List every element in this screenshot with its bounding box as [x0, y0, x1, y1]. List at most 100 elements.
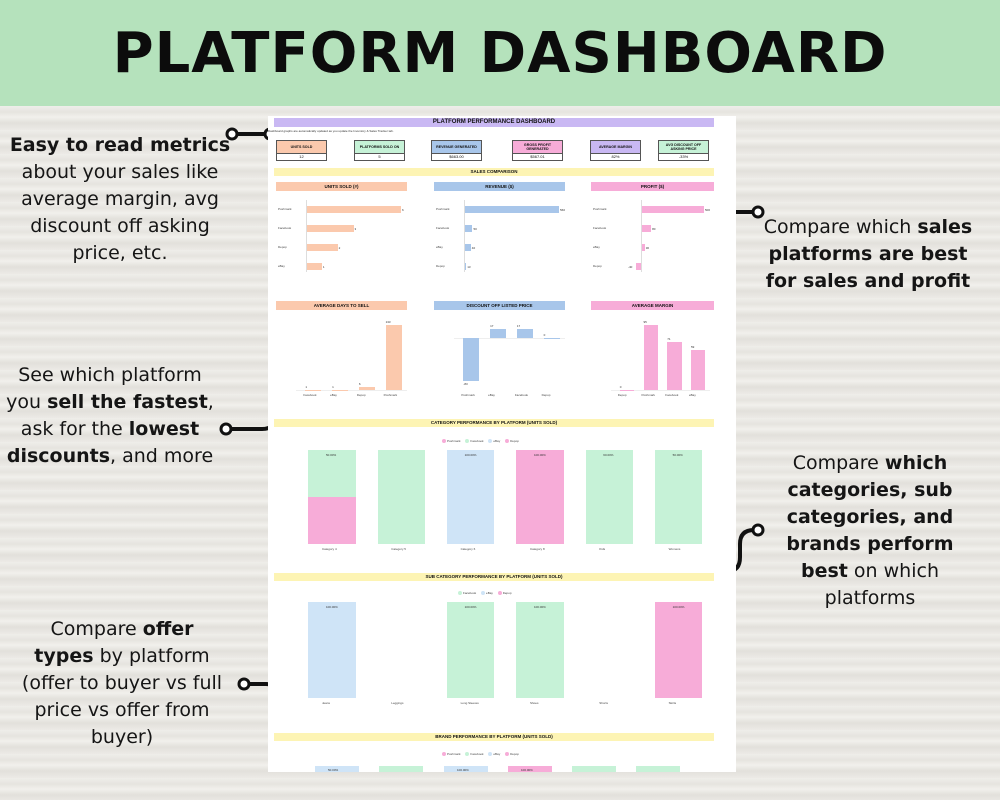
- stacked-bar-category: Shorts: [599, 701, 608, 705]
- bar-value-label: -83: [463, 382, 468, 387]
- stacked-bar-category: Category 5: [391, 547, 406, 551]
- chart-title-revenue: REVENUE ($): [434, 182, 565, 191]
- bar-value-label: 3: [354, 227, 357, 231]
- kpi-value: 82%: [590, 154, 641, 161]
- legend-category: Poshmark Facebook eBay Depop: [438, 439, 519, 444]
- bar-category-label: Poshmark: [278, 207, 292, 211]
- stacked-bar-label: 50.00%: [672, 453, 683, 457]
- bar-value-label: 95: [643, 320, 647, 325]
- page-title: PLATFORM DASHBOARD: [112, 20, 888, 86]
- bar: [667, 341, 682, 390]
- bar-value-label: 50: [473, 227, 477, 231]
- zero-line: [454, 337, 565, 339]
- bar-value-label: 560: [560, 208, 566, 212]
- bar-category-label: Depop: [617, 393, 627, 397]
- kpi-label: GROSS PROFIT GENERATED: [512, 140, 563, 154]
- bar: [641, 206, 704, 213]
- brand-bar: [508, 766, 552, 772]
- dashboard-sheet: PLATFORM PERFORMANCE DASHBOARD Dashboard…: [268, 116, 736, 772]
- bar: [691, 349, 706, 390]
- chart-title-profit: PROFIT ($): [591, 182, 714, 191]
- legend-subcategory: Facebook eBay Depop: [454, 591, 512, 596]
- legend-dot: [497, 591, 502, 596]
- stacked-bar-category: Skirts: [668, 701, 677, 705]
- stacked-bar: [447, 602, 495, 698]
- legend-dot: [505, 439, 510, 444]
- legend-dot: [442, 752, 446, 757]
- bar: [464, 206, 559, 213]
- bar-value-label: 1: [322, 265, 325, 269]
- bar: [306, 244, 338, 251]
- bar-value-label: 80: [652, 227, 656, 231]
- bar-category-label: Depop: [356, 393, 366, 397]
- bar: [306, 225, 354, 232]
- bar-value-label: 0: [543, 332, 546, 337]
- kpi-card: REVENUE GENERATED$663.00: [431, 140, 482, 161]
- kpi-label: AVERAGE MARGIN: [590, 140, 641, 154]
- bar-category-label: Depop: [541, 393, 551, 397]
- kpi-value: 5: [354, 154, 405, 161]
- stacked-bar-category: Category 4: [321, 547, 337, 551]
- bar-category-label: eBay: [689, 393, 696, 397]
- bar: [358, 387, 375, 390]
- legend-dot: [488, 752, 493, 757]
- stacked-bar-segment: [308, 497, 356, 544]
- bar-category-label: eBay: [330, 393, 337, 397]
- brand-bar: [636, 766, 680, 772]
- legend-dot: [465, 439, 470, 444]
- stacked-bar-category: Womens: [668, 547, 681, 551]
- legend-dot: [481, 591, 486, 596]
- bar-category-label: Facebook: [303, 393, 317, 397]
- bar: [332, 389, 349, 391]
- bar-value-label: 133: [385, 320, 391, 325]
- bar-category-label: Facebook: [278, 226, 292, 230]
- legend-dot: [505, 752, 510, 757]
- stacked-bar-category: Category 8: [529, 547, 545, 551]
- bar-value-label: 40: [471, 246, 476, 250]
- section-category: CATEGORY PERFORMANCE BY PLATFORM (UNITS …: [274, 419, 714, 427]
- bar-category-label: Poshmark: [461, 393, 475, 397]
- brand-bar: [315, 766, 359, 772]
- kpi-value: $663.00: [431, 154, 482, 161]
- bar: [641, 225, 652, 232]
- stacked-bar-category: Long Sleeves: [460, 701, 479, 705]
- stacked-bar-label: 60.00%: [603, 453, 614, 457]
- zero-line: [296, 390, 407, 391]
- bar-category-label: Facebook: [665, 393, 679, 397]
- bar-value-label: 6: [402, 208, 404, 212]
- bar-category-label: Poshmark: [641, 393, 656, 397]
- stacked-bar-category: Jeans: [321, 701, 330, 705]
- stacked-bar: [516, 450, 564, 544]
- brand-bar: [444, 766, 488, 772]
- offer-rest-text: by platform (offer to buyer vs full pric…: [21, 645, 223, 748]
- bar-category-label: Poshmark: [593, 207, 607, 211]
- sheet-note: Dashboard graphs are automatically updat…: [268, 129, 394, 133]
- stacked-bar-category: Shoes: [529, 701, 539, 705]
- stacked-bar-label: 100.00%: [672, 605, 685, 609]
- bar: [306, 206, 401, 213]
- stacked-bar: [655, 602, 703, 698]
- bar-category-label: Depop: [593, 264, 602, 268]
- stacked-bar-category: Leggings: [391, 701, 404, 705]
- kpi-label: PLATFORMS SOLD ON: [354, 140, 405, 154]
- bar-category-label: Facebook: [593, 226, 607, 230]
- section-brand: BRAND PERFORMANCE BY PLATFORM (UNITS SOL…: [274, 733, 714, 741]
- bar-value-label: 17: [490, 323, 494, 328]
- bar: [463, 337, 480, 382]
- bar-value-label: 1: [305, 384, 308, 389]
- axis-line: [306, 200, 307, 272]
- bar-category-label: Poshmark: [436, 207, 450, 211]
- bar-value-label: 13: [467, 265, 471, 269]
- brand-bar: [572, 766, 616, 772]
- stacked-bar: [447, 450, 495, 544]
- stacked-bar: [377, 450, 425, 544]
- stacked-bar-category: Kids: [599, 547, 606, 551]
- bar-category-label: eBay: [593, 245, 600, 249]
- kpi-card: AVG DISCOUNT OFF ASKING PRICE-33%: [658, 140, 709, 161]
- chart-title-margin: AVERAGE MARGIN: [591, 301, 714, 310]
